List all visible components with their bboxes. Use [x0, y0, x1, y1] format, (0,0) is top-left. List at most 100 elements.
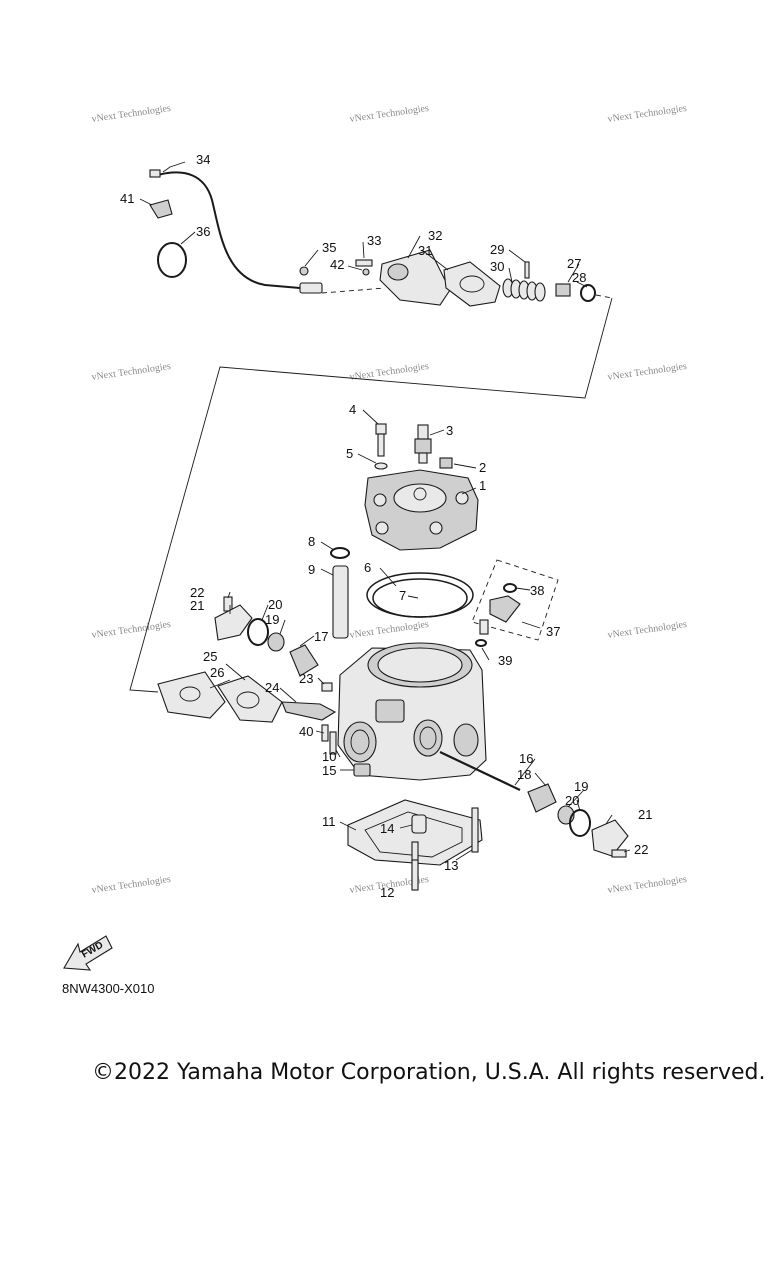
leader-37 [521, 621, 541, 629]
bolt-33 [355, 259, 373, 267]
callout-1: 1 [479, 478, 486, 493]
callout-19a: 19 [265, 612, 279, 627]
plate-26-hole [179, 686, 201, 702]
watermark: vNext Technologies [349, 103, 430, 125]
o-ring-38 [503, 583, 517, 593]
callout-12: 12 [380, 885, 394, 900]
watermark: vNext Technologies [91, 874, 172, 896]
spring-30 [502, 278, 546, 302]
left-intake [157, 596, 337, 742]
watermark: vNext Technologies [91, 619, 172, 641]
bracket-41 [149, 199, 173, 219]
collar-18 [527, 783, 557, 813]
leader-dash [595, 294, 613, 299]
callout-41: 41 [120, 191, 134, 206]
callout-5: 5 [346, 446, 353, 461]
callout-31: 31 [418, 243, 432, 258]
injector-assembly [471, 559, 559, 647]
stud-13 [471, 807, 479, 853]
watermark: vNext Technologies [607, 874, 688, 896]
cover-21 [214, 604, 253, 641]
callout-29: 29 [490, 242, 504, 257]
cylinder-block [337, 642, 487, 781]
callout-10: 10 [322, 749, 336, 764]
bearing-19 [267, 632, 285, 652]
watermark: vNext Technologies [91, 103, 172, 125]
head-bolt-boss [373, 493, 387, 507]
bolt-4 [375, 423, 387, 435]
watermark: vNext Technologies [349, 361, 430, 383]
leader-lines [139, 161, 631, 861]
callout-11: 11 [322, 814, 336, 829]
stud-10 [329, 731, 337, 755]
injector-box [471, 559, 559, 641]
cable-fitting [299, 282, 323, 294]
o-ring-20 [247, 618, 269, 646]
callout-2: 2 [479, 460, 486, 475]
cover-21 [591, 819, 629, 857]
lever-24 [281, 701, 337, 721]
cylinder-flange [375, 699, 405, 723]
bolt-22 [223, 596, 233, 612]
cable [157, 171, 301, 289]
watermark: vNext Technologies [607, 103, 688, 125]
callout-32: 32 [428, 228, 442, 243]
seal-27 [580, 284, 596, 302]
cylinder-port-inner [350, 729, 370, 755]
callout-19b: 19 [574, 779, 588, 794]
head-bolt-boss [375, 521, 389, 535]
spark-plug-thread [418, 452, 428, 464]
head-bolt-boss [429, 521, 443, 535]
right-intake [527, 783, 629, 858]
stud-12 [411, 859, 419, 891]
washer-42 [362, 268, 370, 276]
gasket-7 [372, 578, 468, 618]
cylinder-port-inner [419, 726, 437, 750]
leader-dash [321, 287, 386, 294]
callout-40: 40 [299, 724, 313, 739]
callout-25: 25 [203, 649, 217, 664]
callout-37: 37 [546, 624, 560, 639]
bolt-35 [299, 266, 309, 276]
nut-2 [439, 457, 453, 469]
callout-9: 9 [308, 562, 315, 577]
clamp-36 [157, 242, 187, 278]
cable-assembly [149, 169, 613, 307]
callout-23: 23 [299, 671, 313, 686]
injector [489, 595, 521, 623]
callout-20a: 20 [268, 597, 282, 612]
watermark: vNext Technologies [607, 619, 688, 641]
washer-5 [374, 462, 388, 470]
callout-3: 3 [446, 423, 453, 438]
callout-35: 35 [322, 240, 336, 255]
pipe-9 [332, 565, 349, 639]
shaft-17 [289, 644, 319, 677]
o-ring-39 [475, 639, 487, 647]
callout-18: 18 [517, 767, 531, 782]
base-gasket-11-inner [364, 811, 463, 858]
callout-22b: 22 [634, 842, 648, 857]
bolt-22 [611, 849, 627, 858]
gasket-25 [217, 675, 283, 723]
o-ring-20 [569, 809, 591, 837]
injector-nozzle [479, 619, 489, 635]
callout-27: 27 [567, 256, 581, 271]
watermark: vNext Technologies [91, 361, 172, 383]
rod-16 [439, 751, 521, 791]
head-bolt-boss [455, 491, 469, 505]
callout-17: 17 [314, 629, 328, 644]
plate-26 [157, 671, 226, 719]
callout-16: 16 [519, 751, 533, 766]
callout-39: 39 [498, 653, 512, 668]
o-ring-8 [330, 547, 350, 559]
cylinder-head [364, 423, 479, 551]
callout-22a: 22 [190, 585, 204, 600]
head-dome [393, 483, 447, 513]
stud-40 [321, 724, 329, 742]
diagram-code: 8NW4300-X010 [62, 981, 155, 996]
cable-end [149, 169, 161, 178]
callout-21b: 21 [638, 807, 652, 822]
copyright-notice: ©2022 Yamaha Motor Corporation, U.S.A. A… [92, 1060, 766, 1085]
callout-14: 14 [380, 821, 394, 836]
